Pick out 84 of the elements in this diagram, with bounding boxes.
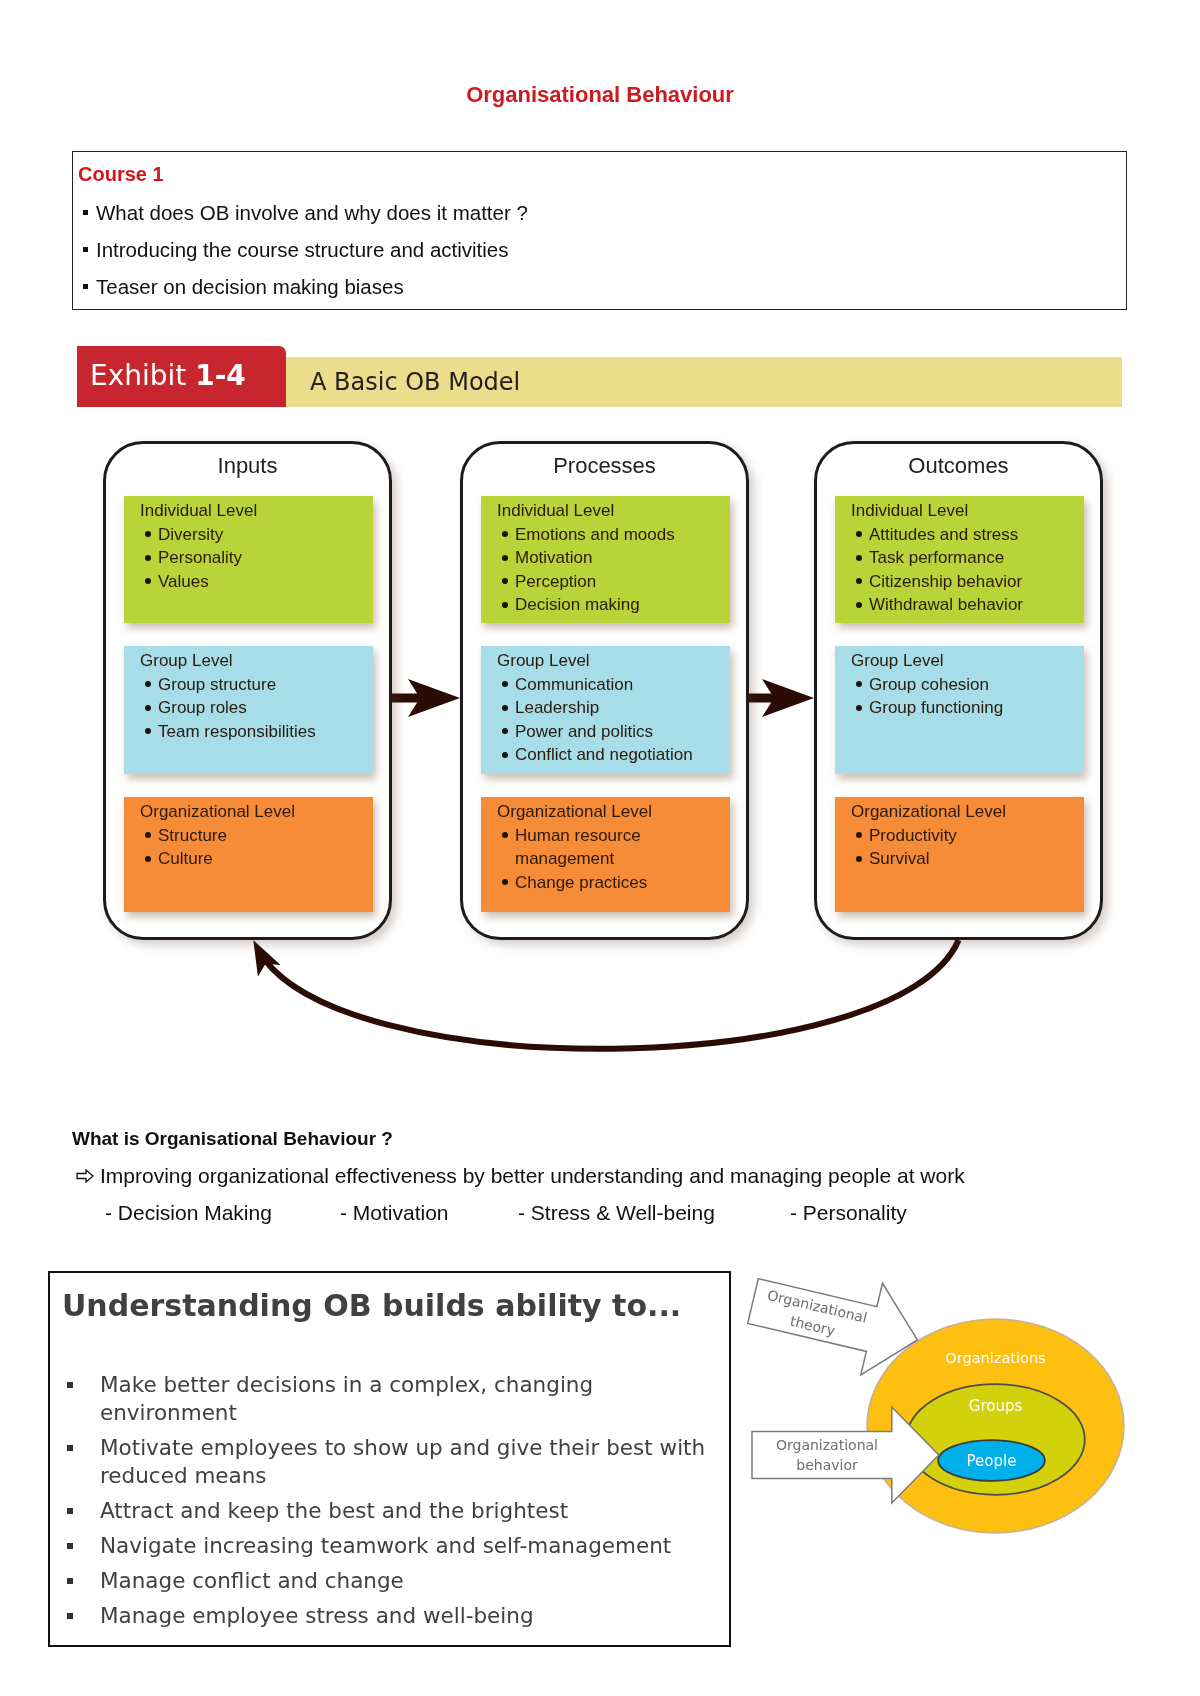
list-item: Power and politics bbox=[515, 720, 653, 743]
level-box bbox=[835, 496, 1084, 623]
text-line: - Decision Making bbox=[105, 1201, 272, 1225]
list-item: Introducing the course structure and activities bbox=[96, 236, 509, 263]
column-title: Processes bbox=[553, 453, 656, 479]
exhibit-tab bbox=[77, 346, 286, 407]
list-item: Leadership bbox=[515, 697, 600, 719]
text-line: - Stress & Well-being bbox=[518, 1201, 715, 1225]
exhibit-label: Exhibit 1-4 bbox=[90, 358, 246, 394]
list-item: Group structure bbox=[158, 673, 277, 696]
level-box bbox=[835, 646, 1084, 774]
list-item: Diversity bbox=[158, 523, 224, 546]
text-line: - Motivation bbox=[340, 1201, 449, 1225]
level-box bbox=[481, 496, 730, 623]
text-line: Improving organizational effectiveness by better understanding and managing people at work bbox=[100, 1164, 965, 1188]
level-box bbox=[124, 496, 373, 623]
list-item: Attitudes and stress bbox=[869, 523, 1019, 546]
box-heading: Understanding OB builds ability to... bbox=[62, 1287, 682, 1325]
list-item: Culture bbox=[158, 848, 213, 870]
column-title: Inputs bbox=[217, 453, 278, 479]
list-item: Decision making bbox=[515, 594, 640, 616]
course-box bbox=[72, 151, 1127, 310]
level-heading: Group Level bbox=[497, 650, 590, 672]
column-box bbox=[814, 441, 1103, 940]
list-item: Group roles bbox=[158, 697, 247, 719]
list-item: Perception bbox=[515, 570, 597, 593]
list-item: Navigate increasing teamwork and self-management bbox=[100, 1532, 672, 1560]
list-item: Attract and keep the best and the brightest bbox=[100, 1497, 569, 1525]
level-box bbox=[481, 646, 730, 774]
block-arrow bbox=[746, 1277, 919, 1377]
level-heading: Group Level bbox=[851, 650, 944, 672]
list-item: What does OB involve and why does it matter ? bbox=[96, 199, 528, 226]
text-box bbox=[48, 1271, 731, 1647]
level-heading: Individual Level bbox=[140, 500, 258, 522]
level-heading: Individual Level bbox=[497, 500, 615, 522]
title-band bbox=[286, 357, 1122, 407]
list-item: Values bbox=[158, 570, 209, 593]
column-box bbox=[460, 441, 749, 940]
list-item: Conflict and negotiation bbox=[515, 744, 693, 766]
list-item: Group functioning bbox=[869, 697, 1004, 719]
level-heading: Group Level bbox=[140, 650, 233, 672]
ellipse-label: Groups bbox=[968, 1396, 1023, 1416]
level-heading: Organizational Level bbox=[497, 801, 652, 823]
curved-arrow bbox=[251, 938, 961, 1052]
list-item: Motivation bbox=[515, 547, 593, 569]
level-box bbox=[835, 797, 1084, 912]
page-title: Organisational Behaviour bbox=[466, 81, 734, 109]
list-item: Personality bbox=[158, 547, 243, 569]
course-heading: Course 1 bbox=[78, 162, 164, 187]
list-item: Structure bbox=[158, 824, 227, 847]
list-item: Motivate employees to show up and give their best with reduced means bbox=[100, 1434, 707, 1490]
arrow bbox=[749, 679, 814, 717]
list-item: Manage employee stress and well-being bbox=[100, 1602, 534, 1630]
level-box bbox=[481, 797, 730, 912]
list-item: Productivity bbox=[869, 824, 957, 847]
section-heading: What is Organisational Behaviour ? bbox=[72, 1127, 393, 1151]
arrow-label: Organizational behavior bbox=[775, 1436, 879, 1475]
list-item: Withdrawal behavior bbox=[869, 594, 1023, 616]
list-item: Emotions and moods bbox=[515, 523, 675, 546]
level-heading: Organizational Level bbox=[851, 801, 1006, 823]
level-box bbox=[124, 797, 373, 912]
list-item: Human resource management bbox=[515, 824, 642, 870]
list-item: Task performance bbox=[869, 547, 1005, 569]
list-item: Make better decisions in a complex, changing environment bbox=[100, 1371, 595, 1427]
list-item: Citizenship behavior bbox=[869, 570, 1023, 593]
ellipse-label: People bbox=[966, 1450, 1017, 1471]
level-box bbox=[124, 646, 373, 774]
arrow bbox=[392, 679, 460, 717]
list-item: Team responsibilities bbox=[158, 720, 316, 743]
list-item: Manage conflict and change bbox=[100, 1567, 404, 1595]
band-title: A Basic OB Model bbox=[310, 367, 521, 397]
block-arrow bbox=[751, 1405, 940, 1505]
list-item: Group cohesion bbox=[869, 673, 990, 696]
ellipse-shape bbox=[937, 1439, 1046, 1482]
text-line: - Personality bbox=[790, 1201, 907, 1225]
level-heading: Individual Level bbox=[851, 500, 969, 522]
column-box bbox=[103, 441, 392, 940]
list-item: Survival bbox=[869, 848, 930, 870]
list-item: Teaser on decision making biases bbox=[96, 273, 404, 300]
column-title: Outcomes bbox=[908, 453, 1009, 479]
list-item: Change practices bbox=[515, 871, 648, 894]
list-item: Communication bbox=[515, 673, 634, 696]
level-heading: Organizational Level bbox=[140, 801, 295, 823]
ellipse-label: Organizations bbox=[945, 1349, 1046, 1368]
